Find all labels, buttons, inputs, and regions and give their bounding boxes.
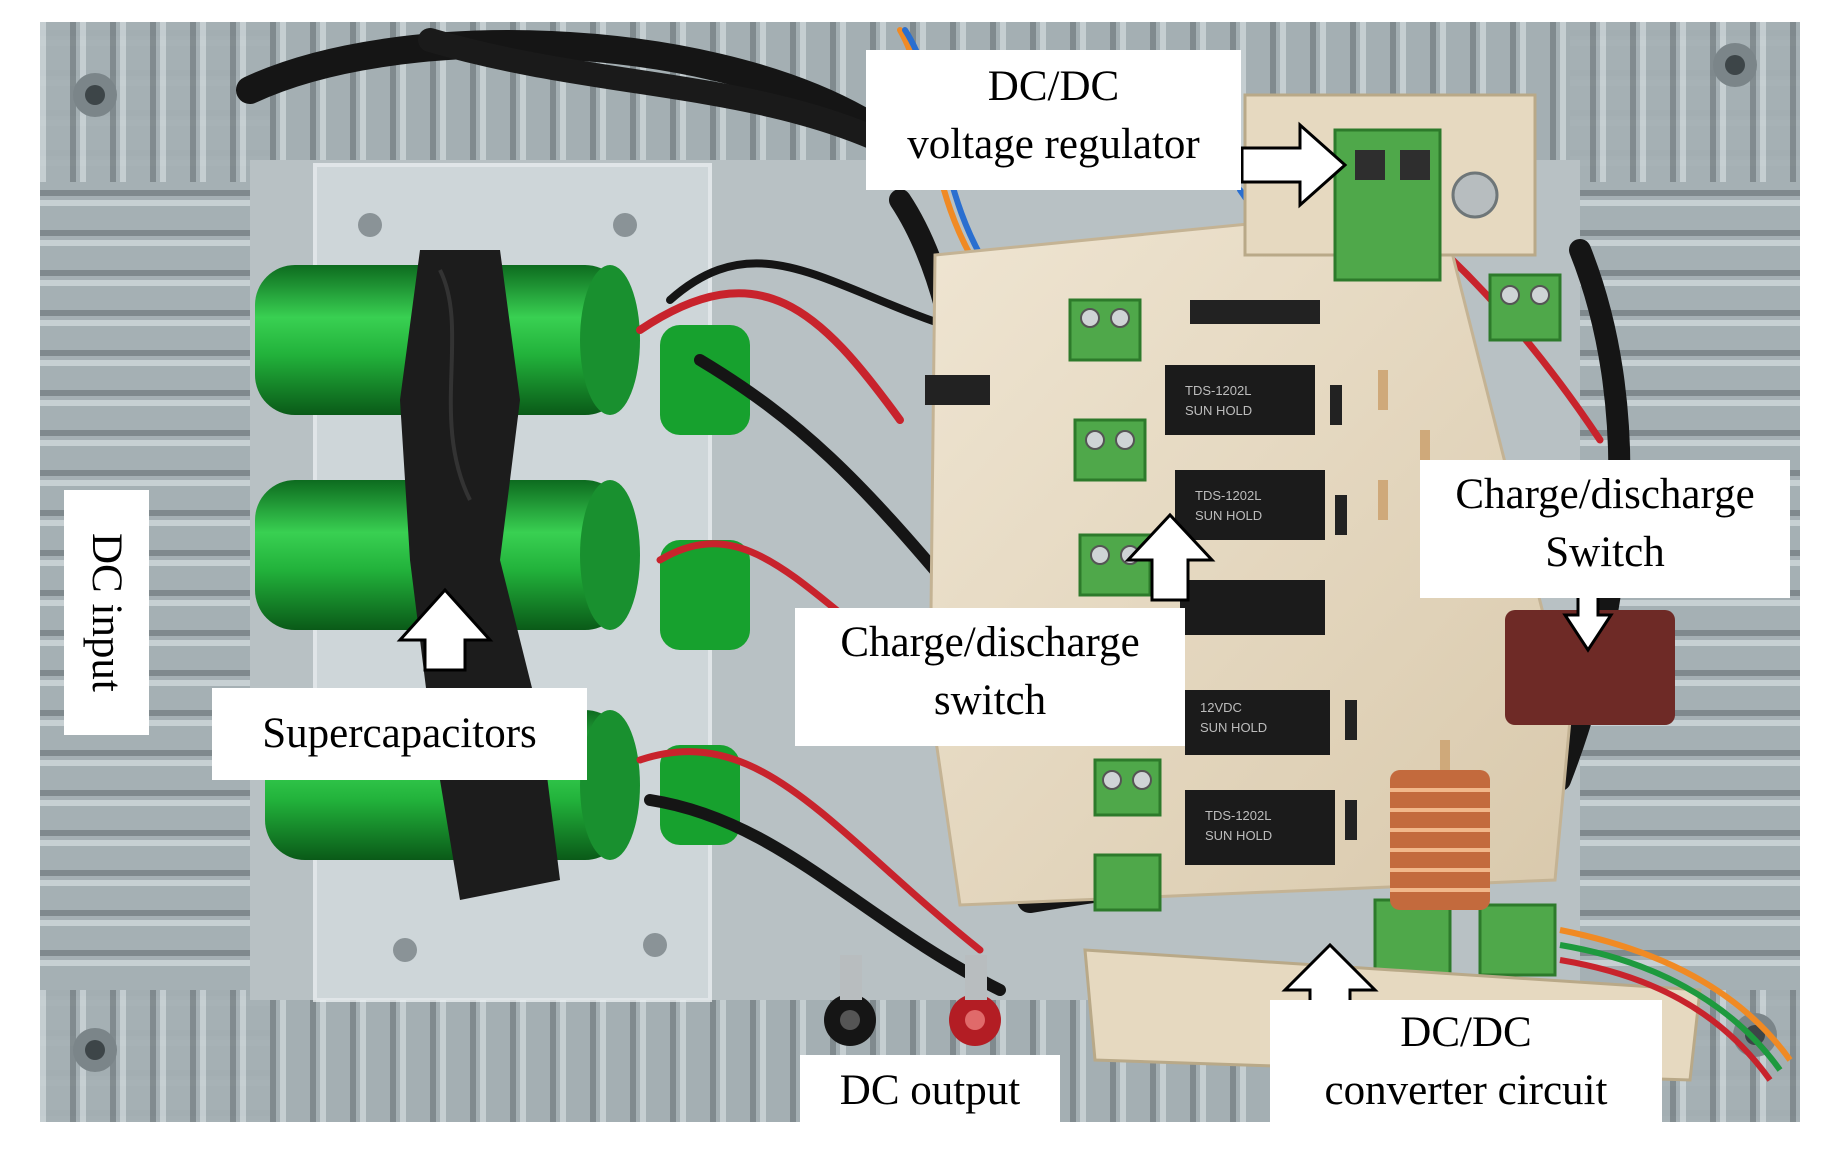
label-dc-converter-circuit: DC/DC converter circuit bbox=[1270, 1000, 1662, 1134]
arrow-regulator bbox=[1240, 121, 1348, 209]
maroon-capacitor bbox=[1505, 610, 1675, 725]
label-dc-output: DC output bbox=[800, 1055, 1060, 1127]
relay-brand-text-2: SUN HOLD bbox=[1195, 508, 1262, 523]
relay-brand-text-3: SUN HOLD bbox=[1200, 720, 1267, 735]
label-dc-voltage-regulator: DC/DC voltage regulator bbox=[866, 50, 1241, 190]
regulator-pcb bbox=[1243, 93, 1537, 282]
label-supercapacitors: Supercapacitors bbox=[212, 688, 587, 780]
relay-5 bbox=[1185, 790, 1335, 865]
label-converter-line1: DC/DC bbox=[1400, 1009, 1532, 1056]
inductor bbox=[1390, 770, 1490, 910]
label-dc-input: DC input bbox=[64, 490, 149, 735]
relay-4 bbox=[1185, 690, 1330, 755]
label-upper-switch-line1: Charge/discharge bbox=[1455, 471, 1755, 518]
arrow-supercaps bbox=[396, 587, 494, 672]
relay-brand-text-4: SUN HOLD bbox=[1205, 828, 1272, 843]
relay-marking-text-3: TDS-1202L bbox=[1205, 808, 1271, 823]
relays bbox=[1165, 365, 1335, 865]
label-upper-switch-line2: Switch bbox=[1545, 529, 1665, 576]
label-mid-switch-line2: switch bbox=[933, 677, 1047, 724]
relay-marking-text-2: TDS-1202L bbox=[1195, 488, 1261, 503]
label-dc-voltage-regulator-line2: voltage regulator bbox=[907, 121, 1200, 168]
label-charge-discharge-switch-upper: Charge/discharge Switch bbox=[1420, 460, 1790, 598]
components bbox=[1330, 370, 1450, 840]
terminal-screws bbox=[1080, 285, 1550, 790]
arrow-mid-switch bbox=[1124, 512, 1216, 602]
relay-brand-text: SUN HOLD bbox=[1185, 403, 1252, 418]
relay-marking-text: TDS-1202L bbox=[1185, 383, 1251, 398]
terminal-blocks bbox=[1068, 273, 1562, 977]
label-converter-line2: converter circuit bbox=[1324, 1067, 1608, 1114]
relay-rating-text: 12VDC bbox=[1200, 700, 1242, 715]
relay-2 bbox=[1175, 470, 1325, 540]
relay-markings: TDS-1202L SUN HOLD TDS-1202L SUN HOLD 12… bbox=[1185, 383, 1272, 843]
output-terminals bbox=[824, 955, 1001, 1046]
label-mid-switch-line1: Charge/discharge bbox=[840, 619, 1140, 666]
relay-3 bbox=[1180, 580, 1325, 635]
relay-1 bbox=[1165, 365, 1315, 435]
label-dc-voltage-regulator-line1: DC/DC bbox=[987, 63, 1120, 110]
label-charge-discharge-switch-mid: Charge/discharge switch bbox=[795, 608, 1185, 746]
arrows bbox=[396, 121, 1614, 1027]
